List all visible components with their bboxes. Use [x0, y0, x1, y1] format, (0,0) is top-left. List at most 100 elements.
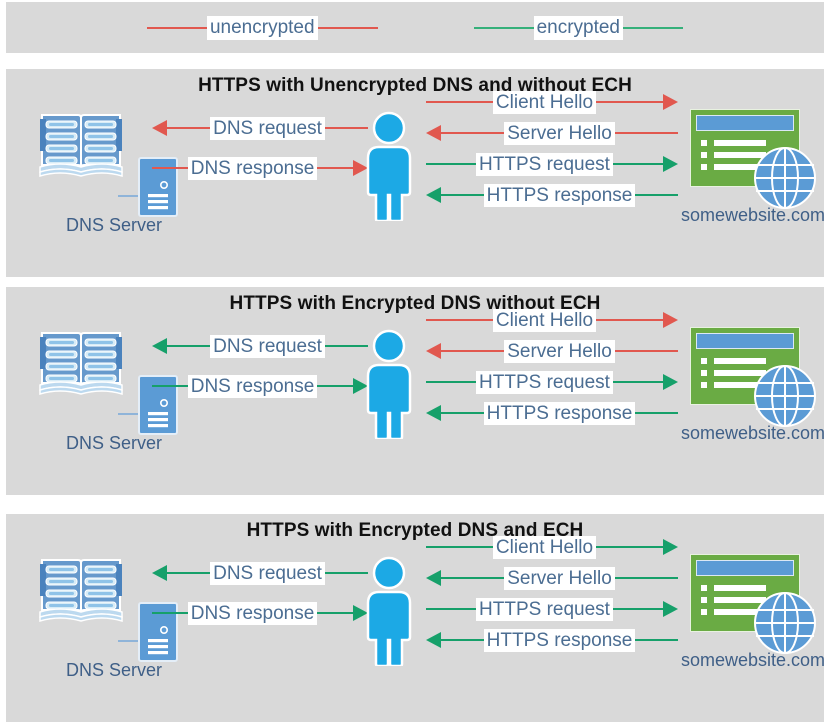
address-book-icon	[38, 327, 124, 397]
arrowhead-left-server-hello	[426, 343, 441, 359]
address-book-icon	[38, 109, 124, 179]
flow-dns-response-right: DNS response	[152, 374, 368, 398]
bullet-text-bar	[714, 140, 766, 146]
arrowhead-left-dns-request	[152, 565, 167, 581]
flow-label-client-hello: Client Hello	[492, 308, 597, 332]
legend-label-unencrypted: unencrypted	[206, 15, 318, 40]
flow-line-dns-response-a	[152, 385, 188, 387]
bullet-icon	[701, 164, 707, 170]
bullet-text-bar	[714, 152, 766, 158]
browser-list-item	[701, 609, 766, 615]
flow-line-server-hello-a	[441, 350, 505, 352]
flow-label-client-hello: Client Hello	[492, 535, 597, 559]
dns-server-caption: DNS Server	[65, 433, 163, 453]
bullet-icon	[701, 358, 707, 364]
dns-server-group: DNS Server	[34, 552, 194, 682]
arrowhead-right-https-request	[663, 374, 678, 390]
browser-list-item	[701, 358, 766, 364]
legend-line-encrypted-right	[623, 26, 684, 29]
browser-list-item	[701, 597, 766, 603]
arrowhead-left-server-hello	[426, 570, 441, 586]
legend-panel: unencrypted encrypted	[6, 2, 824, 53]
flow-line-client-hello-b	[596, 319, 663, 321]
flow-line-dns-response-a	[152, 612, 188, 614]
arrowhead-left-server-hello	[426, 125, 441, 141]
server-tower-icon	[138, 602, 178, 662]
dns-server-caption: DNS Server	[65, 660, 163, 680]
flow-https-request-right: HTTPS request	[426, 597, 678, 621]
flow-label-https-response: HTTPS response	[483, 183, 636, 207]
browser-titlebar	[696, 333, 794, 349]
arrowhead-right-client-hello	[663, 94, 678, 110]
flow-label-https-request: HTTPS request	[476, 597, 613, 621]
dns-connector-line	[118, 640, 144, 642]
flow-label-dns-request: DNS request	[210, 561, 325, 585]
flow-label-https-response: HTTPS response	[483, 628, 636, 652]
flow-line-server-hello-b	[614, 577, 679, 579]
website-group: somewebsite.com	[678, 552, 828, 682]
legend-item-unencrypted: unencrypted	[146, 15, 378, 40]
flow-line-dns-request-b	[324, 572, 368, 574]
flow-label-server-hello: Server Hello	[504, 339, 615, 363]
globe-icon	[754, 147, 816, 209]
flow-client-hello-right: Client Hello	[426, 308, 678, 332]
arrowhead-left-dns-request	[152, 120, 167, 136]
legend-label-encrypted: encrypted	[533, 15, 624, 40]
flow-line-dns-request-a	[167, 345, 211, 347]
flow-line-https-request-a	[426, 608, 477, 610]
bullet-icon	[701, 585, 707, 591]
legend-line-unencrypted-right	[317, 26, 378, 29]
bullet-text-bar	[714, 358, 766, 364]
browser-content-list	[701, 140, 766, 176]
website-caption: somewebsite.com	[680, 650, 826, 670]
flow-https-response-left: HTTPS response	[426, 401, 679, 425]
flow-line-https-request-a	[426, 381, 477, 383]
website-caption: somewebsite.com	[680, 205, 826, 225]
flow-label-https-request: HTTPS request	[476, 152, 613, 176]
flow-client-hello-right: Client Hello	[426, 535, 678, 559]
flow-line-client-hello-a	[426, 101, 493, 103]
bullet-icon	[701, 370, 707, 376]
flow-dns-response-right: DNS response	[152, 156, 368, 180]
legend-line-unencrypted-left	[146, 26, 207, 29]
user-person-icon	[356, 329, 422, 441]
bullet-text-bar	[714, 585, 766, 591]
website-group: somewebsite.com	[678, 325, 828, 455]
flow-line-server-hello-b	[614, 132, 679, 134]
address-book-icon	[38, 554, 124, 624]
arrowhead-right-dns-response	[353, 160, 368, 176]
arrowhead-right-client-hello	[663, 539, 678, 555]
flow-line-https-request-a	[426, 163, 477, 165]
flow-server-hello-left: Server Hello	[426, 339, 679, 363]
flow-line-https-response-b	[635, 639, 679, 641]
flow-dns-request-left: DNS request	[152, 334, 368, 358]
arrowhead-right-https-request	[663, 601, 678, 617]
bullet-icon	[701, 609, 707, 615]
user-person-icon	[356, 111, 422, 223]
dns-connector-line	[118, 413, 144, 415]
browser-list-item	[701, 164, 766, 170]
flow-line-https-response-b	[635, 194, 679, 196]
bullet-text-bar	[714, 164, 766, 170]
globe-icon	[754, 365, 816, 427]
dns-server-caption: DNS Server	[65, 215, 163, 235]
flow-label-dns-request: DNS request	[210, 334, 325, 358]
legend-item-encrypted: encrypted	[473, 15, 684, 40]
bullet-icon	[701, 597, 707, 603]
flow-line-https-request-b	[612, 608, 663, 610]
bullet-icon	[701, 382, 707, 388]
flow-line-server-hello-a	[441, 577, 505, 579]
flow-server-hello-left: Server Hello	[426, 566, 679, 590]
flow-line-https-request-b	[612, 163, 663, 165]
flow-https-request-right: HTTPS request	[426, 152, 678, 176]
flow-line-client-hello-b	[596, 546, 663, 548]
flow-line-https-response-b	[635, 412, 679, 414]
legend-line-encrypted-left	[473, 26, 534, 29]
browser-list-item	[701, 382, 766, 388]
